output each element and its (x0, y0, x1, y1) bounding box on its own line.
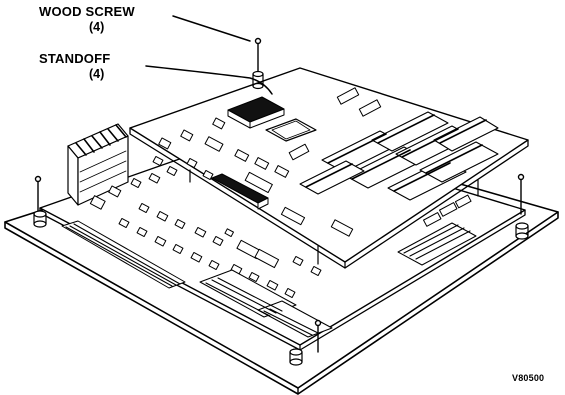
wood-screw-leader (172, 15, 251, 42)
standoff-leader (145, 65, 273, 95)
square-ic (265, 118, 317, 142)
heat-sink (67, 123, 129, 206)
wood-screw-qty: (4) (89, 20, 105, 34)
wood-screws (34, 37, 525, 353)
figure-id: V80500 (512, 373, 545, 383)
processor-chip (227, 96, 285, 129)
standoff-qty: (4) (89, 67, 105, 81)
leader-lines (145, 15, 273, 95)
ribbon-connector (211, 173, 269, 210)
wood-screw-label: WOOD SCREW (39, 4, 135, 19)
standoff-label: STANDOFF (39, 51, 111, 66)
upper-circuit-board (129, 67, 529, 269)
standoffs (33, 70, 529, 366)
